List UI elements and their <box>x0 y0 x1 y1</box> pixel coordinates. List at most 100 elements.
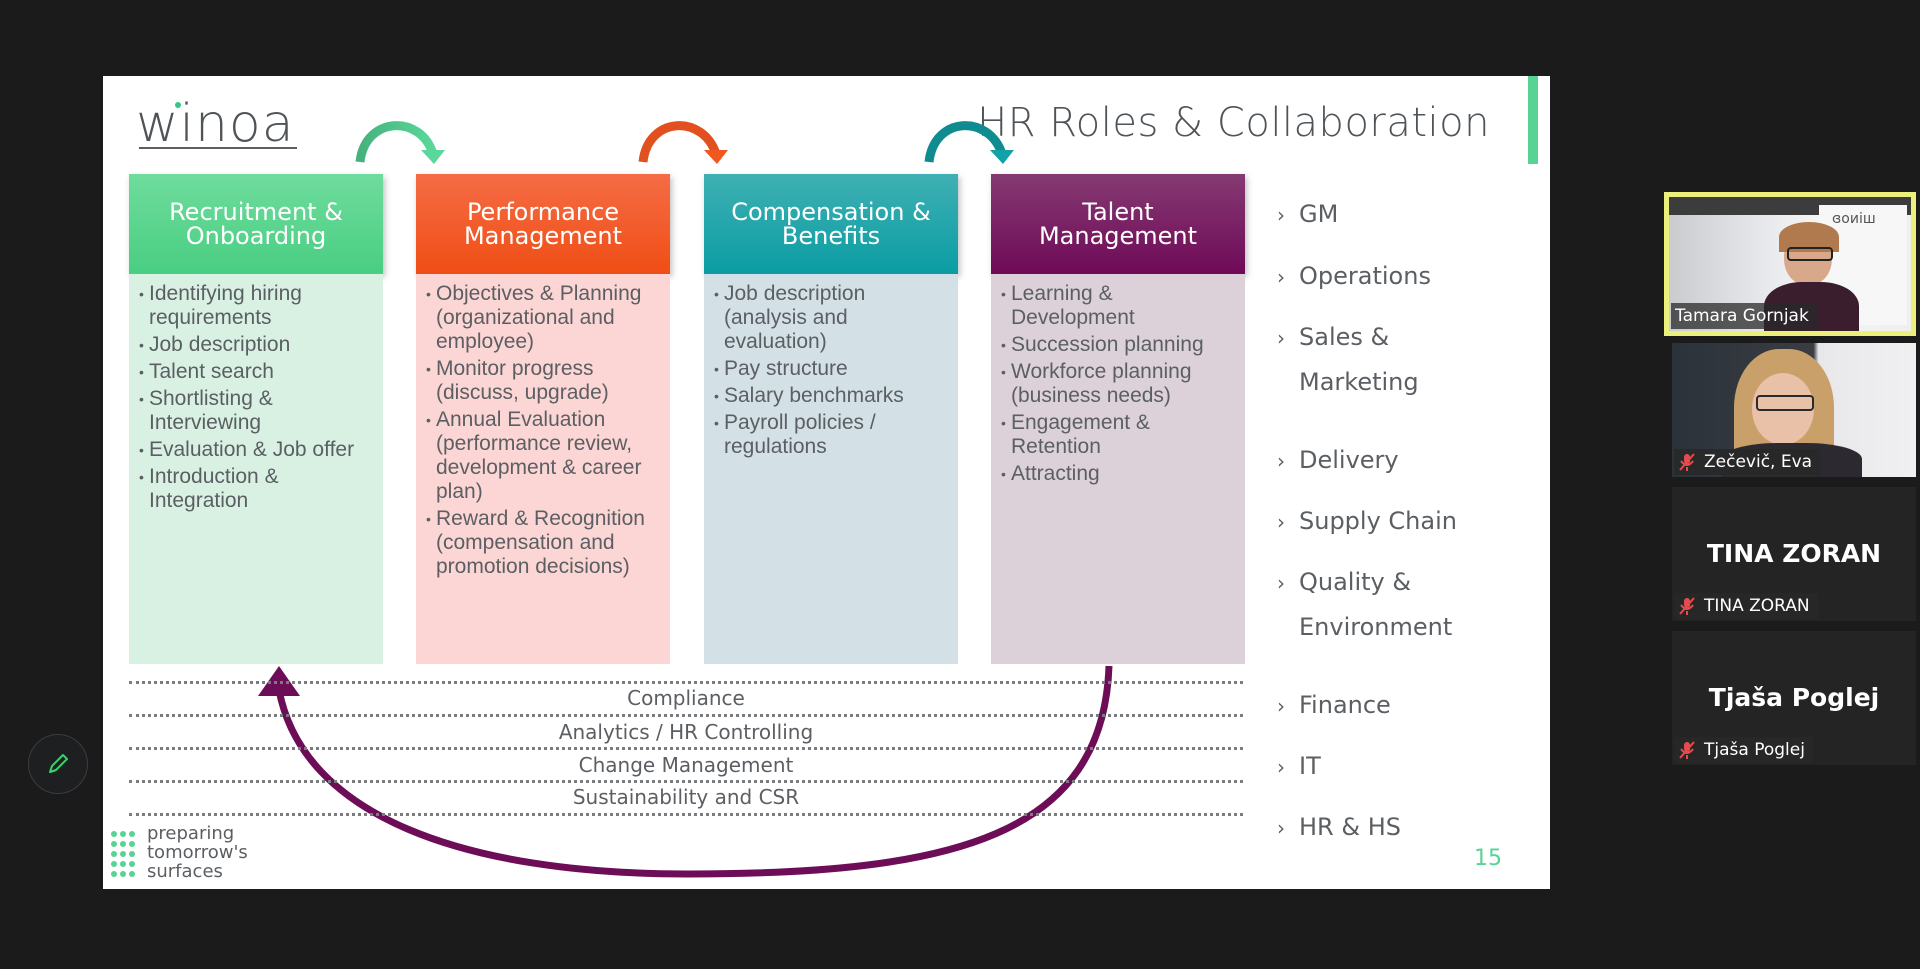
list-item: Job description (analysis and evaluation… <box>714 282 950 354</box>
mic-muted-icon <box>1679 453 1695 471</box>
chevron-right-icon: › <box>1277 816 1285 840</box>
video-feed: ɞoиiш Tamara Gornjak <box>1669 197 1911 331</box>
department-hr-hs: › HR & HS <box>1277 805 1401 850</box>
department-gm: › GM <box>1277 192 1338 237</box>
department-it: ›IT <box>1277 744 1321 789</box>
band-sustainability: Sustainability and CSR <box>572 785 800 809</box>
band-change-management: Change Management <box>578 753 794 777</box>
department-label: Operations <box>1299 262 1431 290</box>
logo-underline <box>139 147 297 149</box>
column-title-line: Management <box>463 222 623 250</box>
participant-avatar-name: TINA ZORAN <box>1706 539 1882 568</box>
chevron-right-icon: › <box>1277 449 1285 473</box>
list-item: Salary benchmarks <box>714 384 950 408</box>
list-item: Job description <box>139 333 375 357</box>
participant-name: Zečevič, Eva <box>1704 452 1813 472</box>
department-label: Delivery <box>1299 446 1399 474</box>
department-label: Quality & <box>1299 568 1412 596</box>
list-item: Reward & Recognition (compensation and p… <box>426 507 662 579</box>
chevron-right-icon: › <box>1277 510 1285 534</box>
arrow-recruitment-to-performance <box>355 121 445 164</box>
department-label: HR & HS <box>1299 813 1401 841</box>
participant-name-label: Zečevič, Eva <box>1674 449 1821 475</box>
tagline-line: tomorrow's <box>147 842 248 863</box>
tagline-line: surfaces <box>147 861 223 882</box>
column-title-line: Performance <box>466 198 620 226</box>
participant-name-label: Tjaša Poglej <box>1674 737 1813 763</box>
list-item: Evaluation & Job offer <box>139 438 375 462</box>
tagline: preparing tomorrow's surfaces <box>147 824 248 881</box>
participant-tile[interactable]: Zečevič, Eva <box>1672 343 1916 477</box>
divider <box>129 714 1243 717</box>
column-title-line: Management <box>1038 222 1198 250</box>
band-analytics: Analytics / HR Controlling <box>558 720 814 744</box>
list-item: Workforce planning (business needs) <box>1001 360 1237 408</box>
participant-name-label: TINA ZORAN <box>1674 593 1818 619</box>
participant-tile[interactable]: Tjaša Poglej Tjaša Poglej <box>1672 631 1916 765</box>
column-body-compensation: Job description (analysis and evaluation… <box>704 274 958 664</box>
list-item: Engagement & Retention <box>1001 411 1237 459</box>
department-sales-marketing: ›Sales &Marketing <box>1277 315 1419 404</box>
department-label: GM <box>1299 200 1339 228</box>
department-quality-environment: › Quality & Environment <box>1277 560 1452 649</box>
participant-name: Tjaša Poglej <box>1704 740 1805 760</box>
department-operations: › Operations <box>1277 254 1431 299</box>
column-body-performance: Objectives & Planning (organizational an… <box>416 274 670 664</box>
slide-title: HR Roles & Collaboration <box>977 100 1490 146</box>
list-item: Learning & Development <box>1001 282 1237 330</box>
list-item: Talent search <box>139 360 375 384</box>
band-compliance: Compliance <box>627 686 745 710</box>
department-label: Supply Chain <box>1299 507 1457 535</box>
department-label: Finance <box>1299 691 1391 719</box>
column-title-line: Talent <box>1082 198 1154 226</box>
participant-name-label: Tamara Gornjak <box>1671 303 1817 329</box>
department-label: Sales & <box>1299 323 1390 351</box>
mic-muted-icon <box>1679 741 1695 759</box>
divider <box>129 813 1243 816</box>
participant-avatar-name: Tjaša Poglej <box>1708 683 1880 712</box>
list-item: Identifying hiring requirements <box>139 282 375 330</box>
list-item: Pay structure <box>714 357 950 381</box>
winoa-logo-background: ɞoиiш <box>1832 211 1876 227</box>
list-item: Succession planning <box>1001 333 1237 357</box>
list-item: Objectives & Planning (organizational an… <box>426 282 662 354</box>
chevron-right-icon: › <box>1277 265 1285 289</box>
chevron-right-icon: › <box>1277 571 1285 595</box>
slide-page-number: 15 <box>1474 846 1502 871</box>
column-body-recruitment: Identifying hiring requirements Job desc… <box>129 274 383 664</box>
shared-slide: winoa HR Roles & Collaboration Recruitme… <box>103 76 1550 889</box>
list-item: Attracting <box>1001 462 1237 486</box>
department-label: IT <box>1299 752 1321 780</box>
column-header-compensation: Compensation &Benefits <box>704 174 958 274</box>
column-title-line: Recruitment & <box>169 198 343 226</box>
flow-arrows <box>258 121 1113 878</box>
annotate-button[interactable] <box>28 734 88 794</box>
participant-name: TINA ZORAN <box>1704 596 1810 616</box>
dots-logo-icon <box>111 831 141 883</box>
department-finance: › Finance <box>1277 683 1391 728</box>
arrow-compensation-to-talent <box>924 121 1014 164</box>
chevron-right-icon: › <box>1277 203 1285 227</box>
column-title-line: Compensation & <box>731 198 931 226</box>
department-label: Marketing <box>1299 368 1419 396</box>
column-body-talent: Learning & Development Succession planni… <box>991 274 1245 664</box>
divider <box>129 780 1243 783</box>
department-supply-chain: › Supply Chain <box>1277 499 1457 544</box>
list-item: Shortlisting & Interviewing <box>139 387 375 435</box>
participant-tile[interactable]: TINA ZORAN TINA ZORAN <box>1672 487 1916 621</box>
divider <box>129 747 1243 750</box>
logo-dot <box>175 102 181 108</box>
department-label: Environment <box>1299 613 1453 641</box>
participant-tile-active-speaker[interactable]: ɞoиiш Tamara Gornjak <box>1664 192 1916 336</box>
mic-muted-icon <box>1679 597 1695 615</box>
chevron-right-icon: › <box>1277 694 1285 718</box>
divider <box>129 681 1243 684</box>
tagline-line: preparing <box>147 823 235 844</box>
title-accent-bar <box>1528 76 1538 164</box>
winoa-logo: winoa <box>136 94 295 154</box>
list-item: Payroll policies / regulations <box>714 411 950 459</box>
participant-name: Tamara Gornjak <box>1675 306 1809 326</box>
arrow-performance-to-compensation <box>638 121 728 164</box>
